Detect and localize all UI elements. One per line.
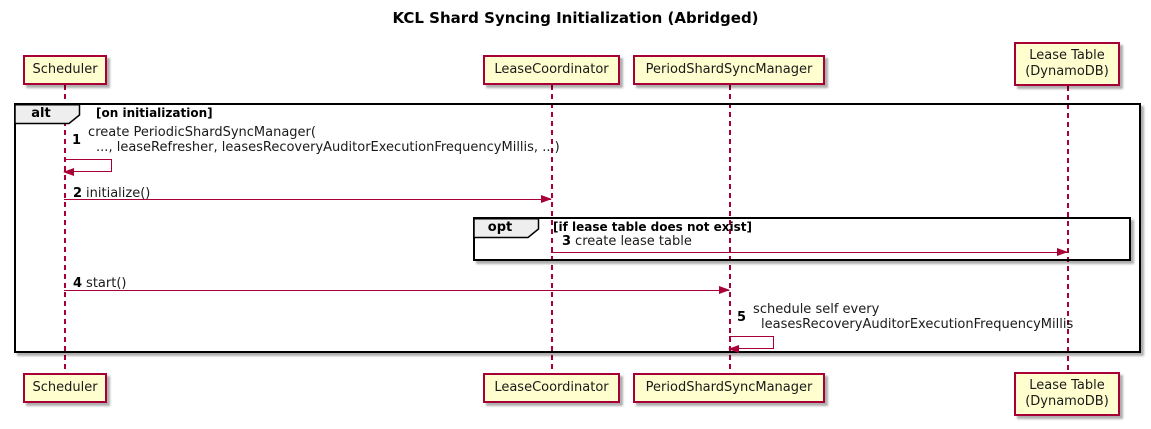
participant-leasecoordinator-bottom-label: LeaseCoordinator: [494, 380, 609, 395]
participant-leasetable-top-label-line1: Lease Table: [1029, 48, 1105, 63]
participant-scheduler-bottom-label: Scheduler: [32, 380, 98, 395]
message-5-text-line1: schedule self every: [753, 302, 880, 317]
alt-condition: [on initialization]: [96, 106, 213, 120]
lifeline-scheduler: [64, 85, 66, 373]
participant-leasecoordinator-top-label: LeaseCoordinator: [494, 62, 609, 77]
message-4-number: 4: [73, 276, 83, 291]
message-5-number: 5: [737, 309, 747, 325]
participant-periodshardsyncmanager-bottom: PeriodShardSyncManager: [633, 373, 825, 403]
participant-periodshardsyncmanager-top: PeriodShardSyncManager: [633, 55, 825, 85]
participant-scheduler-top: Scheduler: [23, 55, 107, 85]
lifeline-leasetable: [1067, 86, 1069, 372]
message-1-text-line1: create PeriodicShardSyncManager(: [88, 125, 316, 140]
opt-keyword: opt: [487, 220, 513, 235]
participant-leasecoordinator-top: LeaseCoordinator: [483, 55, 620, 85]
lifeline-periodshardsyncmanager: [729, 85, 731, 373]
message-1-self-arrow: [63, 159, 112, 176]
message-2-arrow: [64, 195, 552, 203]
message-3-text: create lease table: [575, 234, 692, 249]
alt-frame-label-pentagon: [15, 104, 81, 125]
message-3-arrow: [551, 248, 1068, 256]
participant-leasetable-top: Lease Table (DynamoDB): [1014, 42, 1120, 86]
message-5-text-line2: leasesRecoveryAuditorExecutionFrequencyM…: [761, 317, 1074, 332]
opt-condition: [if lease table does not exist]: [553, 220, 753, 234]
participant-scheduler-bottom: Scheduler: [23, 373, 107, 403]
alt-frame: [14, 103, 1141, 353]
message-4-arrow: [64, 286, 730, 294]
message-2-text: initialize(): [86, 186, 151, 201]
lifeline-leasecoordinator: [551, 85, 553, 373]
participant-leasetable-bottom-label-line2: (DynamoDB): [1025, 394, 1109, 409]
participant-leasecoordinator-bottom: LeaseCoordinator: [483, 373, 620, 403]
participant-periodshardsyncmanager-top-label: PeriodShardSyncManager: [645, 62, 813, 77]
message-1-label: 1 create PeriodicShardSyncManager( ..., …: [72, 125, 560, 155]
message-5-self-arrow: [728, 336, 774, 353]
message-1-number: 1: [72, 132, 82, 148]
participant-leasetable-bottom-label-line1: Lease Table: [1029, 378, 1105, 393]
opt-frame-label-pentagon: [474, 218, 540, 239]
participant-periodshardsyncmanager-bottom-label: PeriodShardSyncManager: [645, 380, 813, 395]
message-1-text-line2: ..., leaseRefresher, leasesRecoveryAudit…: [96, 140, 560, 155]
opt-frame: [473, 217, 1131, 261]
message-4-text: start(): [86, 276, 127, 291]
participant-scheduler-top-label: Scheduler: [32, 62, 98, 77]
diagram-title: KCL Shard Syncing Initialization (Abridg…: [392, 9, 759, 27]
message-3-number: 3: [562, 234, 572, 249]
message-5-label: 5 schedule self every leasesRecoveryAudi…: [737, 302, 1073, 332]
alt-keyword: alt: [31, 106, 51, 121]
participant-leasetable-top-label-line2: (DynamoDB): [1025, 64, 1109, 79]
participant-leasetable-bottom: Lease Table (DynamoDB): [1014, 372, 1120, 416]
message-2-number: 2: [73, 186, 83, 201]
